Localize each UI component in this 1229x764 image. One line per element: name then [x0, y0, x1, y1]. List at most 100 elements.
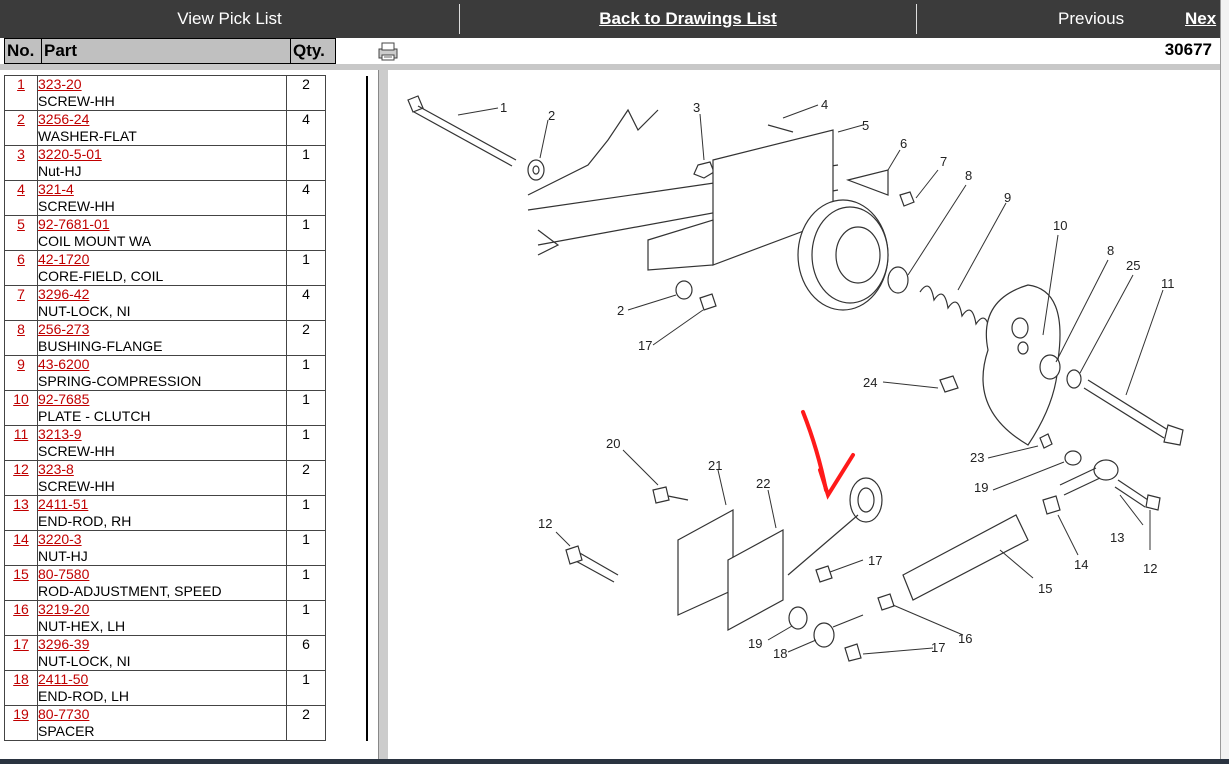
previous-link-cell[interactable]: Previous [917, 4, 1157, 34]
row-number-link[interactable]: 1 [17, 76, 25, 92]
row-number-link[interactable]: 9 [17, 356, 25, 372]
part-number-link[interactable]: 3220-5-01 [38, 146, 102, 162]
row-number-link[interactable]: 2 [17, 111, 25, 127]
row-number-link[interactable]: 7 [17, 286, 25, 302]
row-number-cell: 9 [4, 355, 38, 391]
bushing-8 [887, 266, 909, 294]
label-18: 18 [773, 646, 787, 661]
view-pick-list-link[interactable]: View Pick List [0, 4, 460, 34]
spring-9 [919, 285, 991, 333]
quantity-cell: 1 [286, 215, 326, 251]
end-rod-18 [813, 622, 835, 648]
label-19b: 19 [748, 636, 762, 651]
row-number-cell: 1 [4, 75, 38, 111]
part-number-link[interactable]: 323-20 [38, 76, 82, 92]
top-navigation: View Pick List Back to Drawings List Pre… [0, 0, 1220, 39]
row-number-link[interactable]: 18 [13, 671, 29, 687]
washer-2b [675, 280, 693, 300]
part-number-link[interactable]: 80-7730 [38, 706, 90, 722]
row-number-link[interactable]: 15 [13, 566, 29, 582]
quantity-cell: 1 [286, 530, 326, 566]
spacer-cell [325, 495, 368, 531]
label-23: 23 [970, 450, 984, 465]
row-number-link[interactable]: 16 [13, 601, 29, 617]
part-number-link[interactable]: 42-1720 [38, 251, 90, 267]
row-number-cell: 13 [4, 495, 38, 531]
row-number-link[interactable]: 12 [13, 461, 29, 477]
part-description: SCREW-HH [38, 198, 115, 214]
nut-16 [877, 593, 895, 611]
part-description: NUT-LOCK, NI [38, 653, 131, 669]
part-number-link[interactable]: 92-7681-01 [38, 216, 110, 232]
quantity-cell: 6 [286, 635, 326, 671]
label-11: 11 [1161, 276, 1175, 291]
next-link[interactable]: Nex [1185, 9, 1217, 28]
part-number-link[interactable]: 2411-51 [38, 496, 89, 512]
part-number-link[interactable]: 92-7685 [38, 391, 90, 407]
row-number-cell: 3 [4, 145, 38, 181]
bracket-21 [677, 508, 734, 616]
end-rod-13 [1093, 459, 1119, 481]
quantity-cell: 2 [286, 320, 326, 356]
pane-splitter[interactable] [378, 70, 389, 760]
row-number-link[interactable]: 14 [13, 531, 29, 547]
quantity-cell: 1 [286, 355, 326, 391]
part-number-link[interactable]: 3296-42 [38, 286, 90, 302]
label-22: 22 [756, 476, 770, 491]
row-number-cell: 5 [4, 215, 38, 251]
row-number-link[interactable]: 5 [17, 216, 25, 232]
part-number-link[interactable]: 43-6200 [38, 356, 90, 372]
part-number-link[interactable]: 3213-9 [38, 426, 82, 442]
row-number-cell: 18 [4, 670, 38, 706]
row-number-cell: 11 [4, 425, 38, 461]
part-number-link[interactable]: 3219-20 [38, 601, 90, 617]
row-number-link[interactable]: 13 [13, 496, 29, 512]
row-number-cell: 12 [4, 460, 38, 496]
spacer-cell [325, 460, 368, 496]
label-17a: 17 [638, 338, 652, 353]
previous-link[interactable]: Previous [1058, 9, 1125, 28]
part-description: NUT-LOCK, NI [38, 303, 131, 319]
label-13: 13 [1110, 530, 1124, 545]
part-number-link[interactable]: 80-7580 [38, 566, 90, 582]
printer-icon[interactable] [375, 40, 401, 62]
label-12: 12 [1143, 561, 1157, 576]
part-number-link[interactable]: 3256-24 [38, 111, 90, 127]
back-to-drawings-link[interactable]: Back to Drawings List [460, 4, 917, 34]
row-number-link[interactable]: 17 [13, 636, 29, 652]
part-number-link[interactable]: 256-273 [38, 321, 90, 337]
label-4: 4 [821, 97, 828, 112]
row-number-cell: 2 [4, 110, 38, 146]
label-17b: 17 [868, 553, 882, 568]
row-number-link[interactable]: 3 [17, 146, 25, 162]
spacer-cell [325, 425, 368, 461]
part-number-link[interactable]: 321-4 [38, 181, 74, 197]
spacer-cell [325, 705, 368, 741]
row-number-link[interactable]: 4 [17, 181, 25, 197]
row-number-link[interactable]: 6 [17, 251, 25, 267]
part-number-link[interactable]: 3220-3 [38, 531, 82, 547]
part-number-link[interactable]: 323-8 [38, 461, 74, 477]
row-number-link[interactable]: 10 [13, 391, 29, 407]
row-number-cell: 19 [4, 705, 38, 741]
row-number-link[interactable]: 19 [13, 706, 29, 722]
nut-24 [939, 375, 959, 393]
part-number-link[interactable]: 2411-50 [38, 671, 89, 687]
part-number-link[interactable]: 3296-39 [38, 636, 90, 652]
row-number-link[interactable]: 8 [17, 321, 25, 337]
row-number-link[interactable]: 11 [13, 426, 29, 442]
bolt-12-left [565, 545, 583, 565]
label-12b: 12 [538, 516, 552, 531]
nut-17-middle [815, 565, 833, 583]
red-arrow-annotation [801, 410, 855, 500]
spacer-cell [325, 565, 368, 601]
